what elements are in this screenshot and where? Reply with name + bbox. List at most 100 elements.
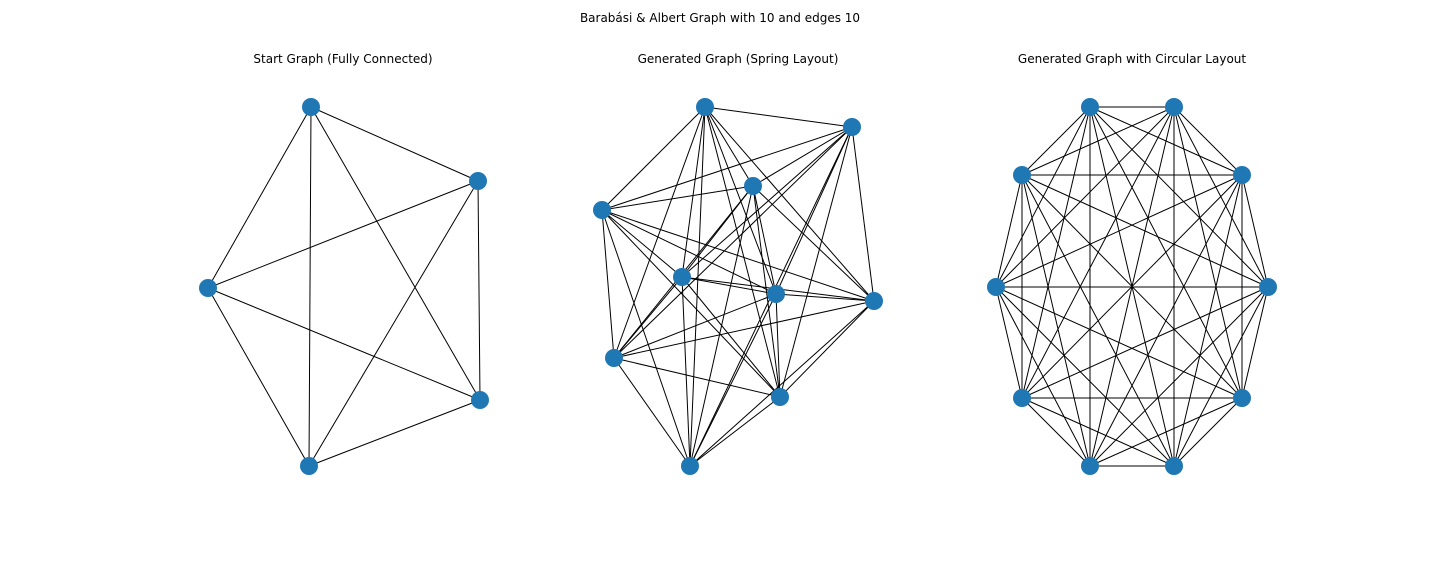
- graph-node: [1081, 457, 1099, 475]
- graph-edge: [689, 300, 875, 467]
- graph-node: [605, 349, 623, 367]
- graph-node: [1259, 278, 1277, 296]
- graph-edge: [752, 185, 777, 295]
- graph-edge: [1021, 397, 1091, 467]
- graph-edge: [207, 287, 310, 467]
- graph-edge: [601, 209, 615, 359]
- edges-spring-layout: [601, 106, 875, 467]
- graph-edge: [995, 174, 1243, 288]
- graph-edge: [1021, 397, 1175, 467]
- graph-edge: [613, 126, 853, 359]
- graph-edge: [995, 174, 1023, 288]
- graph-edge: [704, 106, 853, 128]
- graph-edge: [1173, 397, 1243, 467]
- graph-edge: [1173, 174, 1243, 467]
- graph-edge: [995, 286, 1023, 399]
- graph-edge: [207, 180, 479, 289]
- panel-title-spring-layout: Generated Graph (Spring Layout): [638, 52, 839, 66]
- graph-edge: [1021, 106, 1175, 176]
- graph-edge: [775, 126, 853, 295]
- graph-node: [593, 201, 611, 219]
- graph-edge: [752, 185, 875, 302]
- graph-node: [987, 278, 1005, 296]
- panel-start-graph: Start Graph (Fully Connected): [199, 52, 489, 475]
- graph-edge: [1021, 174, 1269, 288]
- graph-edge: [995, 286, 1091, 467]
- graph-edge: [601, 209, 875, 302]
- graph-edge: [752, 126, 853, 187]
- graph-edge: [779, 126, 853, 398]
- nodes-start-graph: [199, 98, 489, 475]
- graph-node: [1233, 166, 1251, 184]
- graph-edge: [1089, 106, 1269, 288]
- graph-edge: [601, 209, 777, 295]
- graph-edge: [601, 209, 691, 467]
- graph-edge: [681, 276, 691, 467]
- graph-edge: [1241, 174, 1269, 288]
- graph-edge: [310, 106, 481, 401]
- graph-node: [471, 391, 489, 409]
- graph-edge: [689, 293, 777, 467]
- graph-edge: [752, 185, 781, 398]
- graph-edge: [704, 106, 777, 295]
- graph-edge: [704, 106, 781, 398]
- graph-edge: [308, 106, 312, 467]
- graph-edge: [477, 180, 481, 401]
- graph-edge: [1173, 286, 1269, 467]
- graph-node: [767, 285, 785, 303]
- graph-edge: [308, 180, 479, 467]
- graph-edge: [689, 396, 781, 467]
- graph-edge: [851, 126, 875, 302]
- graph-edge: [613, 276, 683, 359]
- graph-edge: [995, 106, 1091, 288]
- graph-edge: [775, 293, 875, 302]
- graph-node: [744, 177, 762, 195]
- graph-edge: [1173, 106, 1243, 399]
- graph-edge: [681, 276, 781, 398]
- graph-edge: [601, 106, 706, 211]
- graph-node: [199, 279, 217, 297]
- graph-edge: [613, 300, 875, 359]
- graph-node: [302, 98, 320, 116]
- graph-node: [1081, 98, 1099, 116]
- graph-edge: [1241, 286, 1269, 399]
- panel-spring-layout: Generated Graph (Spring Layout): [593, 52, 883, 475]
- graph-edge: [207, 287, 481, 401]
- graph-edge: [601, 209, 781, 398]
- graph-edge: [310, 106, 479, 182]
- graph-edge: [681, 126, 853, 278]
- graph-edge: [704, 106, 754, 187]
- graph-edge: [308, 399, 481, 467]
- nodes-spring-layout: [593, 98, 883, 475]
- edges-start-graph: [207, 106, 481, 467]
- graph-edge: [681, 106, 706, 278]
- graph-edge: [1021, 106, 1091, 176]
- graph-node: [865, 292, 883, 310]
- graph-edge: [1021, 106, 1091, 399]
- graph-edge: [1089, 397, 1243, 467]
- panel-title-start-graph: Start Graph (Fully Connected): [253, 52, 432, 66]
- graph-node: [681, 457, 699, 475]
- graph-node: [673, 268, 691, 286]
- graph-edge: [779, 300, 875, 398]
- graph-node: [469, 172, 487, 190]
- graph-node: [1013, 166, 1031, 184]
- graph-edge: [613, 357, 781, 398]
- graph-edge: [207, 106, 312, 289]
- graph-edge: [601, 126, 853, 211]
- graph-node: [300, 457, 318, 475]
- graph-node: [1165, 457, 1183, 475]
- graph-edge: [689, 106, 706, 467]
- graph-node: [1233, 389, 1251, 407]
- graph-node: [1165, 98, 1183, 116]
- graph-node: [843, 118, 861, 136]
- panel-title-circular-layout: Generated Graph with Circular Layout: [1018, 52, 1246, 66]
- graph-edge: [601, 185, 754, 211]
- graph-edge: [601, 209, 683, 278]
- graph-edge: [1021, 174, 1091, 467]
- panel-circular-layout: Generated Graph with Circular Layout: [987, 52, 1277, 475]
- figure-title: Barabási & Albert Graph with 10 and edge…: [580, 11, 860, 25]
- graph-edge: [775, 293, 781, 398]
- nodes-circular-layout: [987, 98, 1277, 475]
